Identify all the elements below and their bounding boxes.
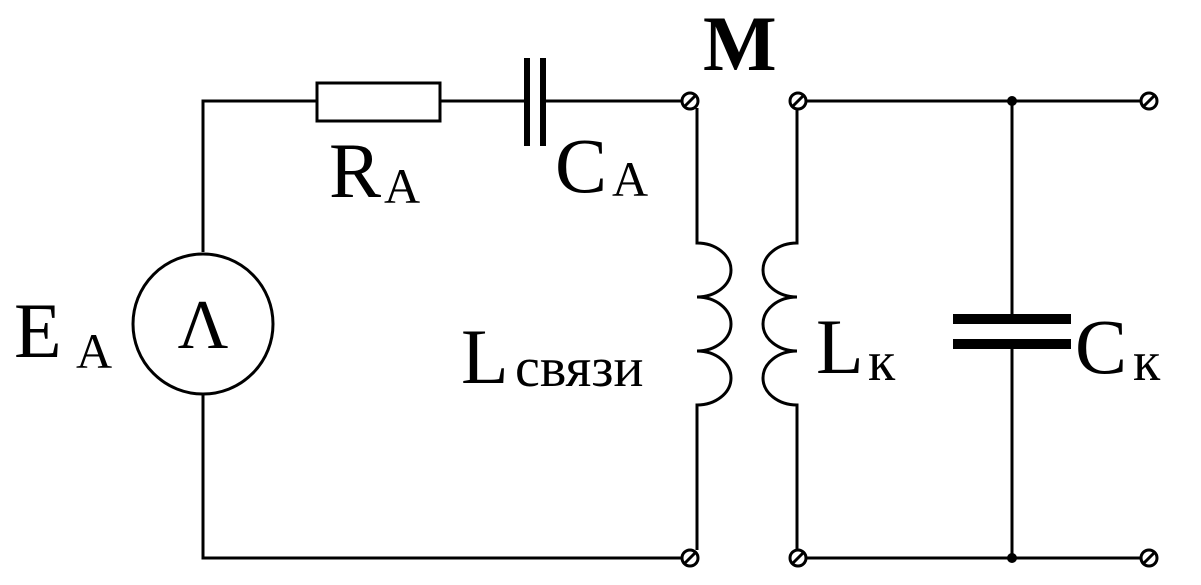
label-resistor: R A	[329, 127, 420, 214]
terminals	[680, 91, 1159, 568]
wire-bottom-left	[201, 394, 682, 560]
label-source-main: E	[14, 287, 62, 374]
source-symbol: Λ	[178, 287, 229, 364]
label-loop-inductor-main: L	[816, 303, 864, 390]
label-coupling-inductor-sub: связи	[515, 337, 643, 399]
terminal-output-bottom	[1139, 548, 1159, 568]
terminal-right-top	[788, 91, 808, 111]
label-loop-inductor: L к	[816, 303, 896, 393]
label-capacitor-a-main: C	[555, 122, 607, 209]
antenna-circuit	[131, 58, 733, 560]
wire-top-left	[201, 99, 317, 252]
coupling-inductor	[695, 108, 733, 550]
resistor-ra	[315, 81, 442, 123]
terminal-right-bottom	[788, 548, 808, 568]
label-coupling-inductor-main: L	[461, 313, 509, 400]
loop-inductor	[761, 108, 799, 550]
label-loop-inductor-sub: к	[868, 331, 896, 393]
label-source: E A	[14, 287, 112, 379]
label-resistor-sub: A	[384, 158, 420, 214]
label-mutual-inductance: M	[703, 0, 777, 87]
label-loop-capacitor-sub: к	[1133, 331, 1161, 393]
terminal-left-bottom	[680, 548, 700, 568]
label-loop-capacitor-main: C	[1075, 303, 1127, 390]
label-capacitor-a-sub: A	[612, 151, 648, 207]
label-resistor-main: R	[329, 127, 381, 214]
label-capacitor-a: C A	[555, 122, 648, 209]
terminal-left-top	[680, 91, 700, 111]
loop-circuit	[761, 96, 1141, 563]
terminal-output-top	[1139, 91, 1159, 111]
label-source-sub: A	[76, 323, 112, 379]
label-loop-capacitor: C к	[1075, 303, 1161, 393]
label-coupling-inductor: L связи	[461, 313, 643, 400]
